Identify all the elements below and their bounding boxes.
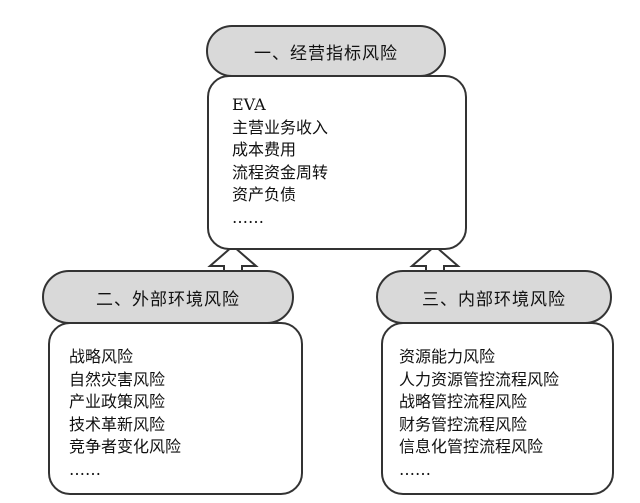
list-item: EVA bbox=[232, 95, 266, 114]
list-item: …… bbox=[69, 459, 101, 479]
list-item: 自然灾害风险 bbox=[69, 369, 166, 389]
list-item: 资源能力风险 bbox=[399, 347, 496, 366]
list-item: 人力资源管控流程风险 bbox=[399, 369, 560, 389]
right-box-header: 三、内部环境风险 bbox=[376, 270, 612, 324]
list-item: 流程资金周转 bbox=[232, 162, 329, 182]
right-box bbox=[381, 322, 614, 495]
list-item: 竞争者变化风险 bbox=[69, 437, 182, 456]
list-item: 战略风险 bbox=[69, 347, 134, 366]
list-item: 技术革新风险 bbox=[69, 414, 166, 434]
list-item: 财务管控流程风险 bbox=[399, 414, 528, 434]
list-item: 信息化管控流程风险 bbox=[399, 437, 544, 456]
list-item: 战略管控流程风险 bbox=[399, 392, 528, 411]
list-item: …… bbox=[232, 207, 264, 227]
list-item: …… bbox=[399, 459, 431, 479]
left-box-header: 二、外部环境风险 bbox=[42, 270, 294, 324]
list-item: 成本费用 bbox=[232, 140, 297, 159]
list-item: 产业政策风险 bbox=[69, 392, 166, 411]
left-box-title: 二、外部环境风险 bbox=[96, 289, 240, 310]
right-box-title: 三、内部环境风险 bbox=[422, 289, 566, 310]
right-box-items: 资源能力风险 人力资源管控流程风险 战略管控流程风险 财务管控流程风险 信息化管… bbox=[399, 346, 559, 481]
top-box-header: 一、经营指标风险 bbox=[206, 25, 446, 77]
list-item: 主营业务收入 bbox=[232, 117, 329, 137]
top-box bbox=[207, 75, 467, 250]
left-box-items: 战略风险 自然灾害风险 产业政策风险 技术革新风险 竞争者变化风险 …… bbox=[69, 346, 181, 481]
list-item: 资产负债 bbox=[232, 185, 297, 204]
top-box-items: EVA 主营业务收入 成本费用 流程资金周转 资产负债 …… bbox=[232, 94, 328, 229]
top-box-title: 一、经营指标风险 bbox=[254, 43, 398, 64]
